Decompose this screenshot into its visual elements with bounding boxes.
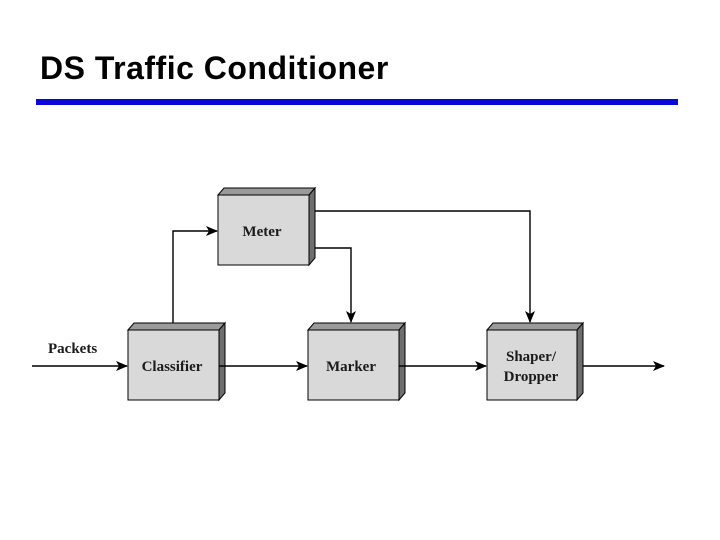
shaper-label-line2: Dropper [504, 369, 559, 385]
arrow-meter-to-marker [315, 247, 356, 323]
marker-label: Marker [326, 359, 376, 375]
slide-title: DS Traffic Conditioner [40, 50, 389, 86]
shaper-dropper-block: Shaper/ Dropper [485, 321, 585, 402]
shaper-label-line1: Shaper/ [506, 349, 557, 365]
meter-label: Meter [242, 224, 281, 240]
arrow-meter-to-shaper [315, 210, 535, 323]
meter-block: Meter [216, 186, 317, 267]
packets-label: Packets [48, 341, 97, 357]
classifier-label: Classifier [142, 359, 203, 375]
title-underline [36, 99, 678, 105]
classifier-block: Classifier [126, 321, 227, 402]
arrow-classifier-to-meter [172, 226, 218, 323]
marker-block: Marker [306, 321, 407, 402]
